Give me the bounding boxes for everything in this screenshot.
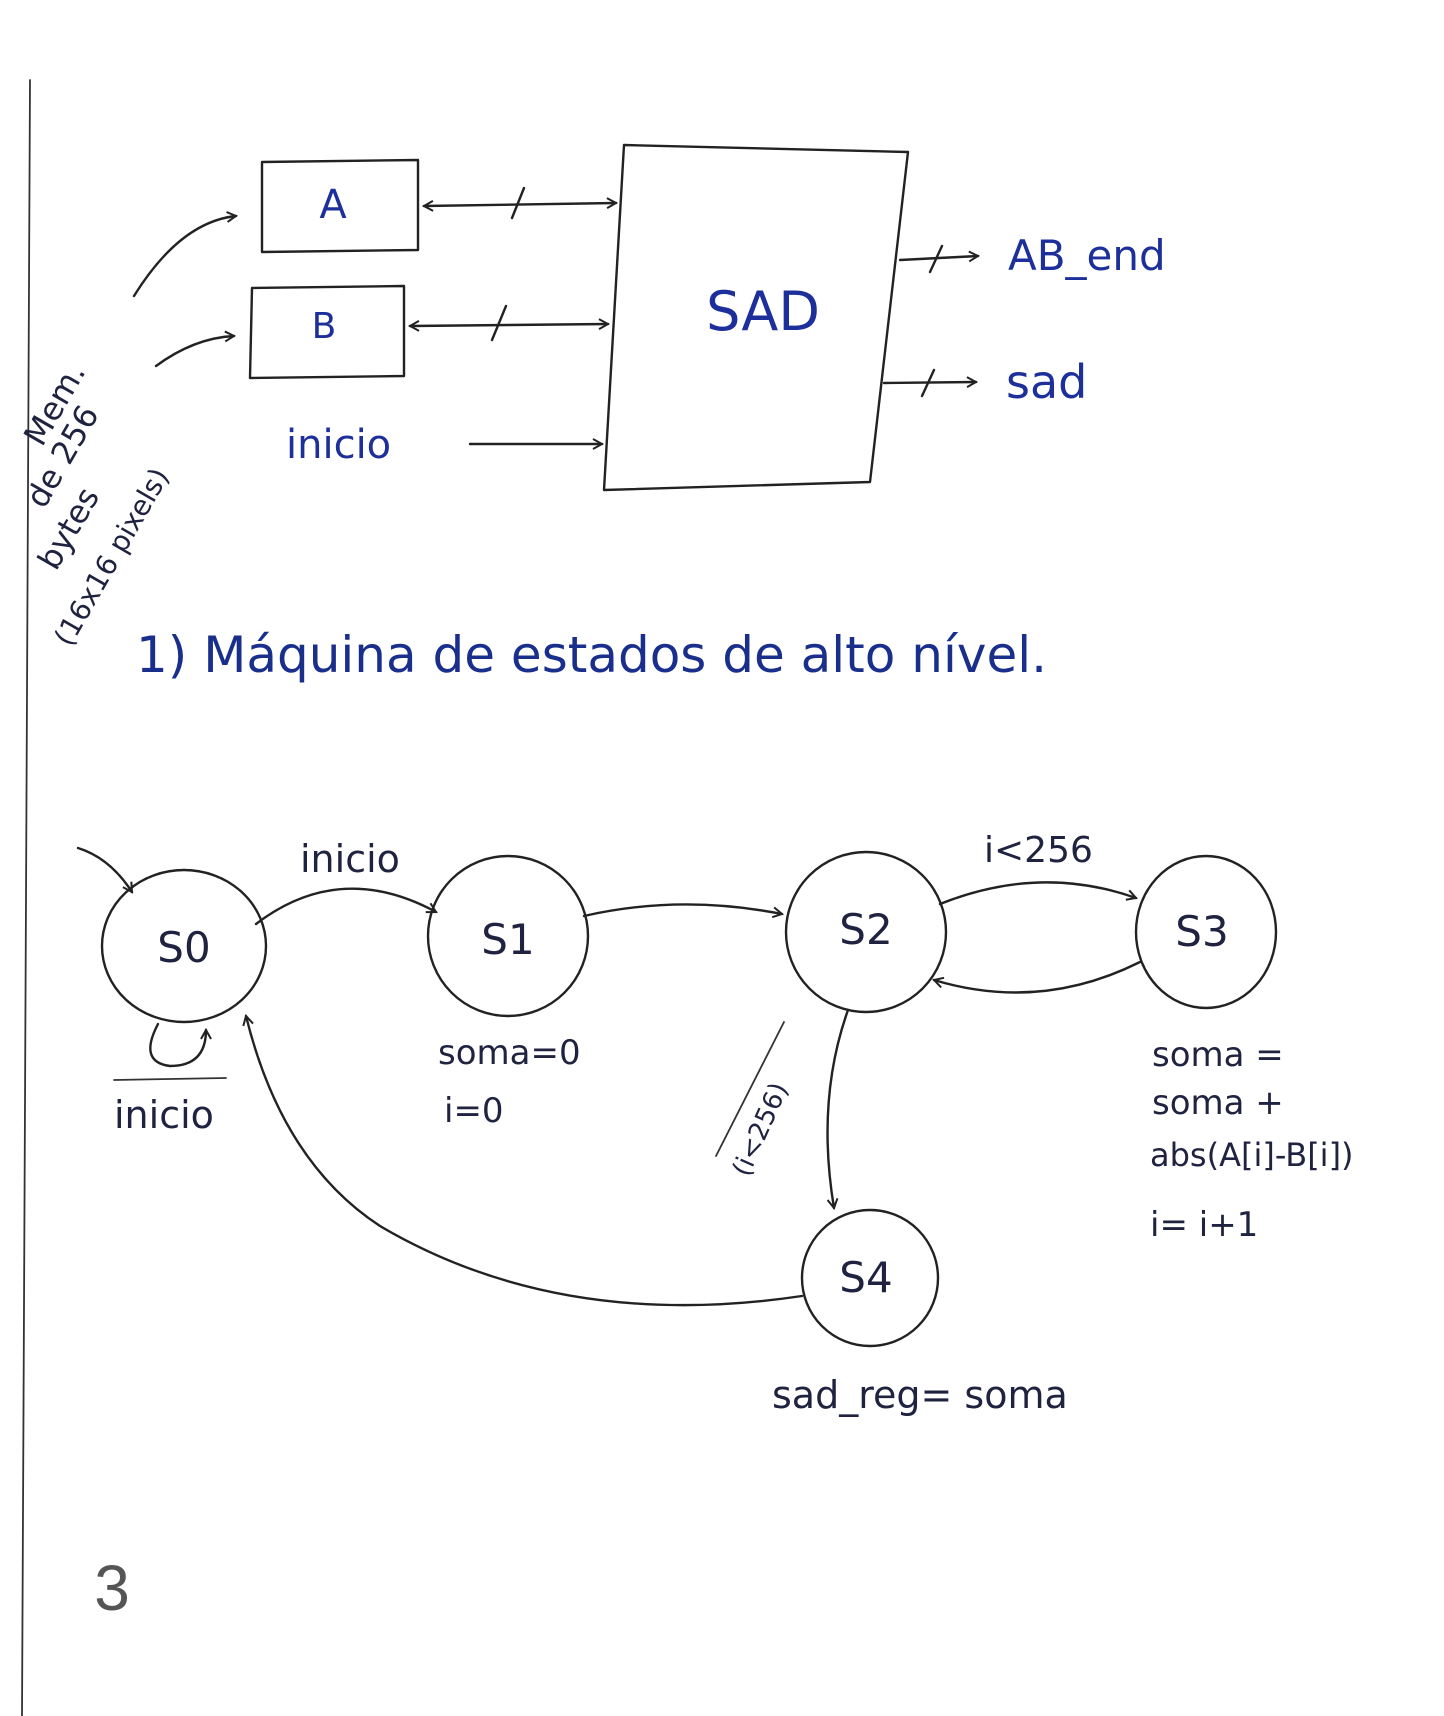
ab-end-slash — [928, 244, 944, 274]
state-s1-circle — [426, 854, 590, 1018]
bus-a-arrow — [424, 203, 616, 206]
s3-action-3: abs(A[i]-B[i]) — [1150, 1136, 1354, 1174]
sad-out-arrow — [882, 382, 976, 383]
s0-self-loop-label: inicio — [114, 1093, 214, 1137]
bus-b-slash — [490, 304, 508, 342]
mem-arrow-b — [154, 336, 234, 368]
mem-arrow-a — [132, 216, 236, 298]
bus-b-arrow — [410, 324, 608, 326]
s0-self-loop — [149, 1022, 206, 1068]
state-s3-circle — [1134, 854, 1278, 1010]
s4-action: sad_reg= soma — [772, 1373, 1068, 1417]
s0-to-s1-arrow — [254, 887, 436, 926]
register-b-label: B — [312, 306, 337, 347]
sad-block — [602, 143, 910, 492]
s1-action-1: soma=0 — [438, 1033, 581, 1073]
s2-to-s4-label: (i<256) — [727, 1078, 795, 1181]
state-s1-label: S1 — [481, 915, 534, 964]
s2-to-s3-arrow — [938, 881, 1136, 906]
s4-to-s0-arrow — [246, 1016, 804, 1307]
page-number: 3 — [94, 1552, 130, 1624]
s1-to-s2-arrow — [582, 903, 782, 916]
s2-to-s4-overbar — [715, 1021, 785, 1157]
state-s2-circle — [784, 850, 948, 1014]
inicio-overbar — [113, 1077, 227, 1081]
s1-action-2: i=0 — [444, 1091, 504, 1131]
register-b-box — [248, 284, 406, 380]
register-a-box — [260, 158, 420, 254]
state-s3-label: S3 — [1175, 907, 1228, 956]
ab-end-arrow — [898, 256, 978, 260]
inicio-input-label: inicio — [286, 422, 391, 468]
margin-line — [21, 79, 31, 1716]
s2-to-s4-label-group: (i<256) — [727, 1078, 795, 1181]
initial-arrow — [76, 846, 134, 892]
state-s4-label: S4 — [839, 1253, 892, 1302]
state-s2-label: S2 — [839, 905, 892, 954]
s2-to-s3-label: i<256 — [984, 830, 1093, 871]
s0-to-s1-label: inicio — [300, 837, 400, 881]
s3-action-1: soma = — [1152, 1035, 1284, 1075]
state-s0-circle — [100, 868, 268, 1024]
s3-to-s2-arrow — [934, 960, 1142, 994]
bus-a-slash — [510, 186, 526, 220]
s3-action-4: i= i+1 — [1150, 1205, 1258, 1245]
register-a-label: A — [319, 182, 347, 228]
ab-end-label: AB_end — [1008, 231, 1166, 280]
sad-out-slash — [920, 368, 936, 398]
section-title: 1) Máquina de estados de alto nível. — [136, 626, 1047, 684]
sad-block-label: SAD — [706, 280, 820, 343]
s2-to-s4-arrow — [826, 1008, 850, 1208]
state-s4-circle — [800, 1208, 940, 1348]
state-s0-label: S0 — [157, 923, 210, 972]
sad-out-label: sad — [1006, 355, 1087, 409]
s3-action-2: soma + — [1152, 1083, 1284, 1123]
